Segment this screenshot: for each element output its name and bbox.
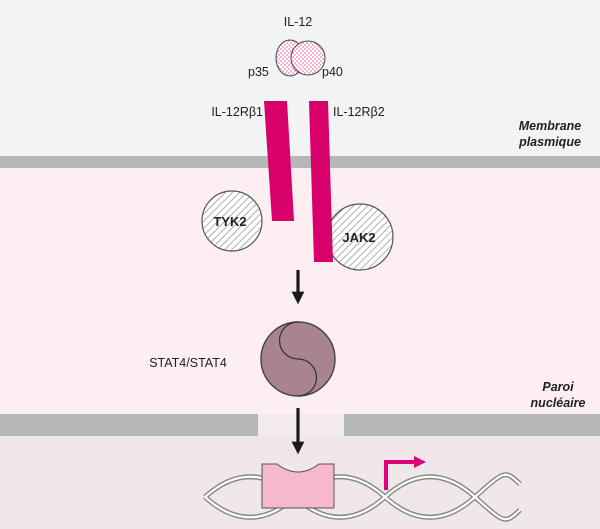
membrane-label: Membrane xyxy=(519,119,582,133)
transcription-arrow xyxy=(384,456,426,490)
extracellular-space xyxy=(0,0,600,156)
il12rb2-chain xyxy=(309,101,333,262)
dna-binding-site xyxy=(261,463,335,509)
membrane-label-line2: plasmique xyxy=(518,135,581,149)
nuclear-wall-label-line2: nucléaire xyxy=(531,396,586,410)
plasma-membrane xyxy=(0,156,600,168)
stat4-dimer xyxy=(260,321,336,397)
tyk2-kinase xyxy=(201,190,263,252)
p35-label: p35 xyxy=(248,65,269,79)
tyk2-label: TYK2 xyxy=(213,214,246,229)
nuclear-wall-label: Paroi xyxy=(542,380,574,394)
receptor-b1-label: IL-12Rβ1 xyxy=(211,105,263,119)
il12-label: IL-12 xyxy=(284,15,313,29)
receptor-b2-label: IL-12Rβ2 xyxy=(333,105,385,119)
nuclear-envelope-left xyxy=(0,414,258,436)
il12rb1-chain xyxy=(264,101,294,221)
nuclear-envelope-right xyxy=(344,414,600,436)
jak2-label: JAK2 xyxy=(342,230,375,245)
stat4-label: STAT4/STAT4 xyxy=(149,356,227,370)
stat4-dimer-divider xyxy=(278,321,318,397)
il12-ligand xyxy=(275,39,326,77)
nuclear-pore xyxy=(258,414,344,436)
p40-label: p40 xyxy=(322,65,343,79)
p40-subunit xyxy=(290,40,326,76)
